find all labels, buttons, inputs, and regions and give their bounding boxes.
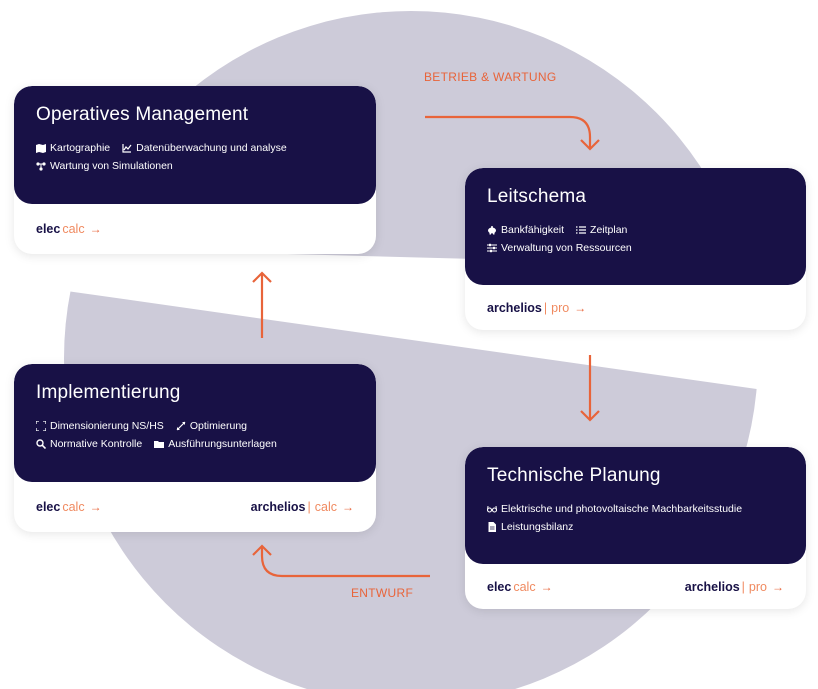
document-icon bbox=[487, 522, 497, 532]
feature-dimensionierung: Dimensionierung NS/HS bbox=[36, 420, 164, 432]
chart-line-icon bbox=[122, 143, 132, 153]
feature-datenueberwachung: Datenüberwachung und analyse bbox=[122, 142, 287, 154]
feature-normative-kontrolle: Normative Kontrolle bbox=[36, 438, 142, 450]
expand-icon bbox=[36, 421, 46, 431]
card-operatives-management[interactable]: Operatives Management Kartographie Daten… bbox=[14, 86, 376, 254]
piggy-bank-icon bbox=[487, 225, 497, 235]
card-header: Leitschema Bankfähigkeit Zeitplan Verwal… bbox=[465, 168, 806, 285]
arrow-right-head bbox=[580, 410, 600, 422]
phase-label-entwurf: ENTWURF bbox=[351, 586, 414, 600]
folder-icon bbox=[154, 439, 165, 449]
arrow-right-icon: → bbox=[772, 579, 784, 594]
network-icon bbox=[36, 161, 46, 171]
feature-bankfaehigkeit: Bankfähigkeit bbox=[487, 224, 564, 236]
product-link-eleccalc[interactable]: elec calc → bbox=[36, 222, 102, 236]
card-technische-planung[interactable]: Technische Planung Elektrische und photo… bbox=[465, 447, 806, 609]
product-link-archelios-pro[interactable]: archelios | pro → bbox=[487, 300, 587, 315]
card-leitschema[interactable]: Leitschema Bankfähigkeit Zeitplan Verwal… bbox=[465, 168, 806, 330]
arrow-right-icon: → bbox=[574, 300, 587, 315]
arrow-right-icon: → bbox=[540, 579, 553, 594]
feature-ausfuehrungsunterlagen: Ausführungsunterlagen bbox=[154, 438, 277, 450]
card-title: Technische Planung bbox=[487, 465, 661, 486]
card-title: Operatives Management bbox=[36, 104, 249, 125]
product-link-eleccalc[interactable]: elec calc → bbox=[36, 500, 102, 514]
map-icon bbox=[36, 143, 46, 153]
product-link-archelios-calc[interactable]: archelios | calc → bbox=[250, 500, 354, 514]
arrow-top-head bbox=[580, 139, 600, 151]
sliders-icon bbox=[487, 243, 497, 253]
arrow-bottom bbox=[260, 547, 430, 578]
resize-icon bbox=[176, 421, 186, 431]
product-link-archelios-pro[interactable]: archelios | pro → bbox=[684, 579, 784, 594]
search-icon bbox=[36, 439, 46, 449]
card-implementierung[interactable]: Implementierung Dimensionierung NS/HS Op… bbox=[14, 364, 376, 532]
feature-optimierung: Optimierung bbox=[176, 420, 247, 432]
arrow-bottom-head bbox=[252, 544, 272, 556]
card-footer: elec calc → bbox=[14, 204, 376, 254]
card-footer: elec calc → archelios | pro → bbox=[465, 564, 806, 609]
glasses-icon bbox=[487, 504, 497, 514]
feature-zeitplan: Zeitplan bbox=[576, 224, 627, 236]
feature-leistungsbilanz: Leistungsbilanz bbox=[487, 521, 573, 533]
card-header: Operatives Management Kartographie Daten… bbox=[14, 86, 376, 204]
feature-verwaltung: Verwaltung von Ressourcen bbox=[487, 242, 632, 254]
card-header: Technische Planung Elektrische und photo… bbox=[465, 447, 806, 564]
feature-wartung: Wartung von Simulationen bbox=[36, 160, 173, 172]
card-title: Implementierung bbox=[36, 382, 181, 403]
list-icon bbox=[576, 225, 587, 235]
card-footer: elec calc → archelios | calc → bbox=[14, 482, 376, 532]
arrow-right-icon: → bbox=[89, 500, 102, 514]
card-footer: archelios | pro → bbox=[465, 285, 806, 330]
arrow-left-head bbox=[252, 271, 272, 283]
feature-machbarkeitsstudie: Elektrische und photovoltaische Machbark… bbox=[487, 503, 742, 515]
arrow-right-icon: → bbox=[342, 500, 354, 514]
card-title: Leitschema bbox=[487, 186, 587, 207]
card-header: Implementierung Dimensionierung NS/HS Op… bbox=[14, 364, 376, 482]
feature-kartographie: Kartographie bbox=[36, 142, 110, 154]
product-link-eleccalc[interactable]: elec calc → bbox=[487, 579, 553, 594]
arrow-top bbox=[425, 115, 592, 148]
phase-label-betrieb: BETRIEB & WARTUNG bbox=[424, 70, 557, 84]
arrow-right-icon: → bbox=[89, 222, 102, 236]
